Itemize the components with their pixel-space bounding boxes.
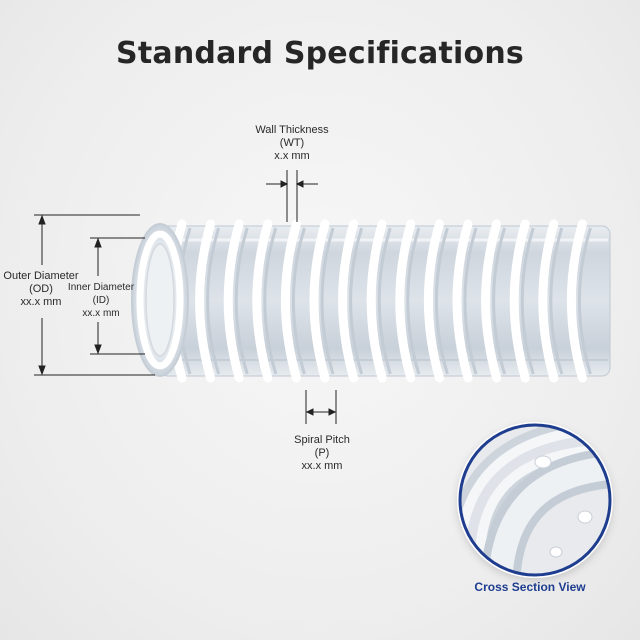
hose-body [131, 219, 611, 383]
inner-diameter-abbr: (ID) [92, 295, 110, 306]
spiral-pitch-value: xx.x mm [301, 460, 343, 472]
spiral-ring-shadow [291, 227, 306, 375]
wall-thickness-markers [266, 170, 318, 222]
outer-diameter-markers [34, 214, 155, 376]
inner-diameter-name: Inner Diameter [67, 282, 135, 293]
spiral-ring [366, 219, 387, 383]
spiral-ring [338, 219, 359, 383]
spiral-ring-shadow [234, 227, 249, 375]
spiral-ring-shadow [349, 227, 364, 375]
spiral-ring [252, 219, 273, 383]
cross-section-caption: Cross Section View [474, 580, 586, 594]
cross-section-view [457, 422, 613, 578]
spiral-ring [452, 219, 473, 383]
spiral-ring-shadow [549, 227, 564, 375]
wall-thickness-label: Wall Thickness (WT) x.x mm [242, 124, 342, 163]
spiral-ring-shadow [406, 227, 421, 375]
spiral-ring [481, 219, 502, 383]
spiral-ring [538, 219, 559, 383]
spiral-ring [395, 219, 416, 383]
spiral-ring [280, 219, 301, 383]
wall-thickness-name: Wall Thickness [255, 124, 329, 136]
spiral-ring [195, 219, 216, 383]
spiral-pitch-markers [305, 390, 337, 424]
wall-thickness-value: x.x mm [274, 150, 310, 162]
spiral-ring-shadow [520, 227, 535, 375]
spiral-ring-shadow [206, 227, 221, 375]
spiral-ring [423, 219, 444, 383]
inner-diameter-value: xx.x mm [82, 308, 120, 319]
spiral-pitch-label: Spiral Pitch (P) xx.x mm [272, 434, 372, 473]
spiral-rings [166, 219, 592, 383]
outer-diameter-abbr: (OD) [29, 283, 53, 295]
spiral-ring-shadow [577, 227, 592, 375]
spiral-ring [223, 219, 244, 383]
spiral-ring [509, 219, 530, 383]
spiral-ring [566, 219, 587, 383]
spiral-ring-shadow [263, 227, 278, 375]
cross-section-border [458, 423, 612, 577]
inner-diameter-markers [90, 237, 145, 355]
outer-diameter-label: Outer Diameter (OD) xx.x mm [0, 270, 82, 309]
spiral-ring-shadow [434, 227, 449, 375]
spiral-pitch-abbr: (P) [314, 447, 330, 459]
outer-diameter-name: Outer Diameter [3, 270, 79, 282]
page-title: Standard Specifications [116, 36, 524, 71]
spiral-pitch-name: Spiral Pitch [294, 434, 350, 446]
wall-thickness-abbr: (WT) [279, 137, 305, 149]
outer-diameter-value: xx.x mm [20, 296, 62, 308]
spiral-ring-shadow [492, 227, 507, 375]
spiral-ring-shadow [463, 227, 478, 375]
spiral-ring-shadow [377, 227, 392, 375]
spiral-ring [309, 219, 330, 383]
spiral-ring-shadow [320, 227, 335, 375]
inner-diameter-label: Inner Diameter (ID) xx.x mm [66, 281, 136, 320]
